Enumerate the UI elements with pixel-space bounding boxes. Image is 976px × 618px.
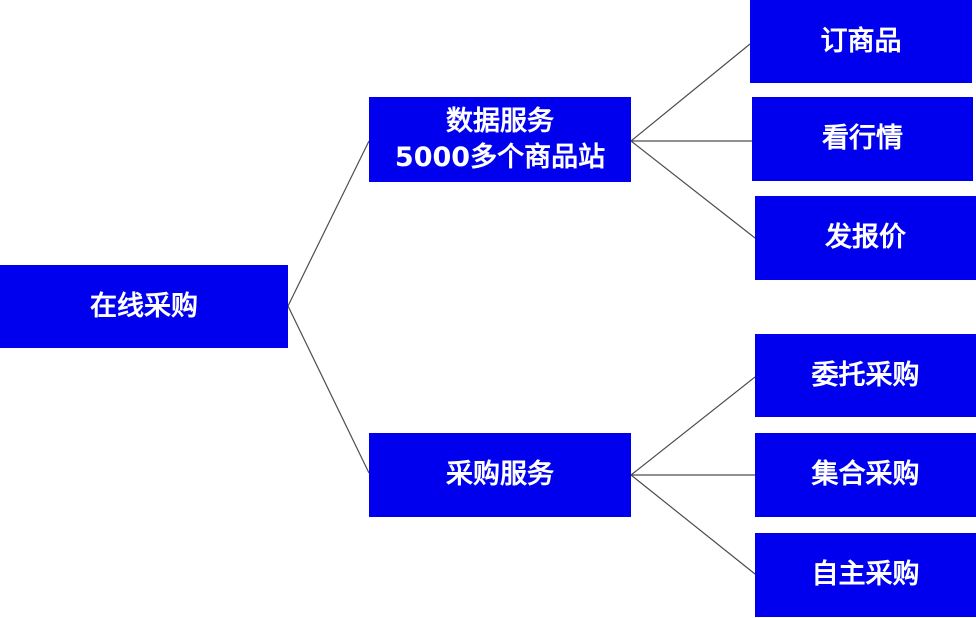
branch-node-title: 数据服务 <box>446 105 554 137</box>
leaf-node-label: 委托采购 <box>811 359 920 391</box>
leaf-node-label: 自主采购 <box>811 559 920 590</box>
leaf-node-label: 订商品 <box>820 25 902 57</box>
connector-root-procurement <box>287 305 370 474</box>
leaf-node-label: 看行情 <box>822 123 903 154</box>
connector-procurement-entrusted <box>630 376 756 476</box>
connector-root-data <box>287 140 370 307</box>
connector-procurement-self <box>630 474 756 575</box>
branch-node-subtitle: 5000多个商品站 <box>394 141 606 173</box>
branch-node-data-service: 数据服务 5000多个商品站 <box>369 97 631 182</box>
leaf-node-order-goods: 订商品 <box>750 0 972 83</box>
connector-data-quote <box>630 140 756 239</box>
root-node-label: 在线采购 <box>90 290 198 322</box>
leaf-node-label: 发报价 <box>825 222 906 253</box>
branch-node-title: 采购服务 <box>446 459 554 490</box>
leaf-node-send-quote: 发报价 <box>755 196 976 280</box>
leaf-node-entrusted-procurement: 委托采购 <box>755 334 976 417</box>
leaf-node-self-procurement: 自主采购 <box>755 533 976 617</box>
leaf-node-label: 集合采购 <box>811 459 920 490</box>
connector-data-order <box>630 43 751 142</box>
branch-node-procurement-service: 采购服务 <box>369 433 631 517</box>
leaf-node-group-procurement: 集合采购 <box>755 433 976 517</box>
root-node-online-procurement: 在线采购 <box>0 265 288 348</box>
leaf-node-view-market: 看行情 <box>752 97 973 181</box>
